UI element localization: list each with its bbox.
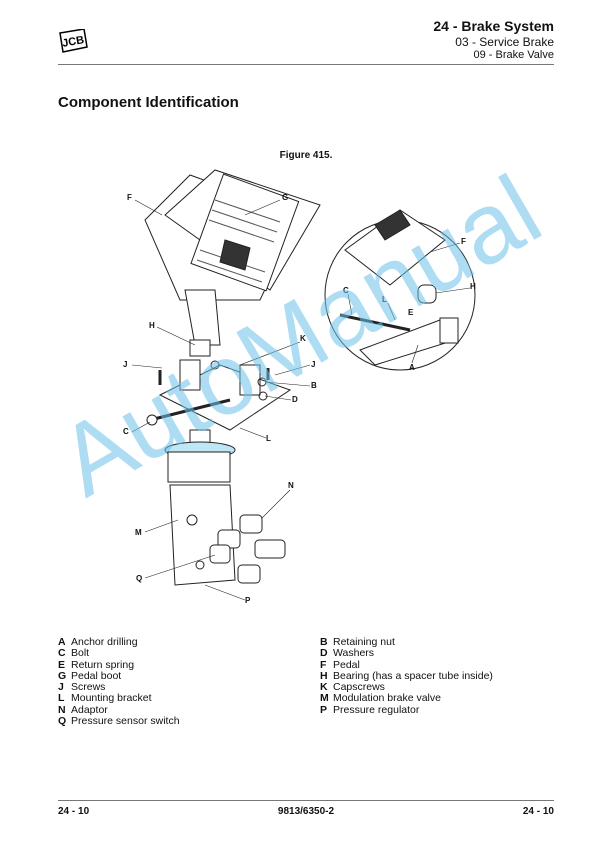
label-b: B	[311, 381, 317, 390]
inset-label-c: C	[343, 286, 349, 295]
label-q: Q	[136, 574, 142, 583]
figure-caption: Figure 415.	[279, 150, 333, 161]
label-j: J	[311, 360, 315, 369]
label-d: D	[292, 395, 298, 404]
section-title: 24 - Brake System	[433, 18, 554, 34]
footer-divider	[58, 800, 554, 801]
bracket-drawing	[146, 339, 292, 431]
brake-valve-diagram: F G H K J J B D C L N M Q P F H C L E A	[123, 169, 476, 605]
footer-page-left: 24 - 10	[58, 806, 90, 817]
valve-drawing	[164, 429, 286, 586]
inset-label-e: E	[408, 308, 414, 317]
label-p: P	[245, 596, 251, 605]
topic-title: 09 - Brake Valve	[473, 49, 554, 61]
label-l: L	[266, 434, 271, 443]
subsection-title: 03 - Service Brake	[455, 35, 554, 49]
inset-label-f: F	[461, 237, 466, 246]
label-c: C	[123, 427, 129, 436]
jcb-logo: JCB	[59, 29, 88, 53]
header-divider	[58, 64, 554, 65]
inset-label-h: H	[470, 282, 476, 291]
footer-page-right: 24 - 10	[522, 806, 554, 817]
label-f: F	[127, 193, 132, 202]
footer-doc-number: 9813/6350-2	[277, 806, 335, 817]
inset-detail	[324, 209, 476, 371]
page-header: 24 - Brake System 03 - Service Brake 09 …	[433, 18, 554, 62]
label-m: M	[135, 528, 142, 537]
label-h: H	[149, 321, 155, 330]
inset-label-l: L	[382, 295, 387, 304]
svg-text:JCB: JCB	[61, 34, 85, 50]
label-n: N	[288, 481, 294, 490]
label-j: J	[123, 360, 127, 369]
label-k: K	[300, 334, 306, 343]
inset-label-a: A	[409, 363, 415, 372]
label-g: G	[282, 193, 288, 202]
page-title: Component Identification	[58, 94, 239, 111]
